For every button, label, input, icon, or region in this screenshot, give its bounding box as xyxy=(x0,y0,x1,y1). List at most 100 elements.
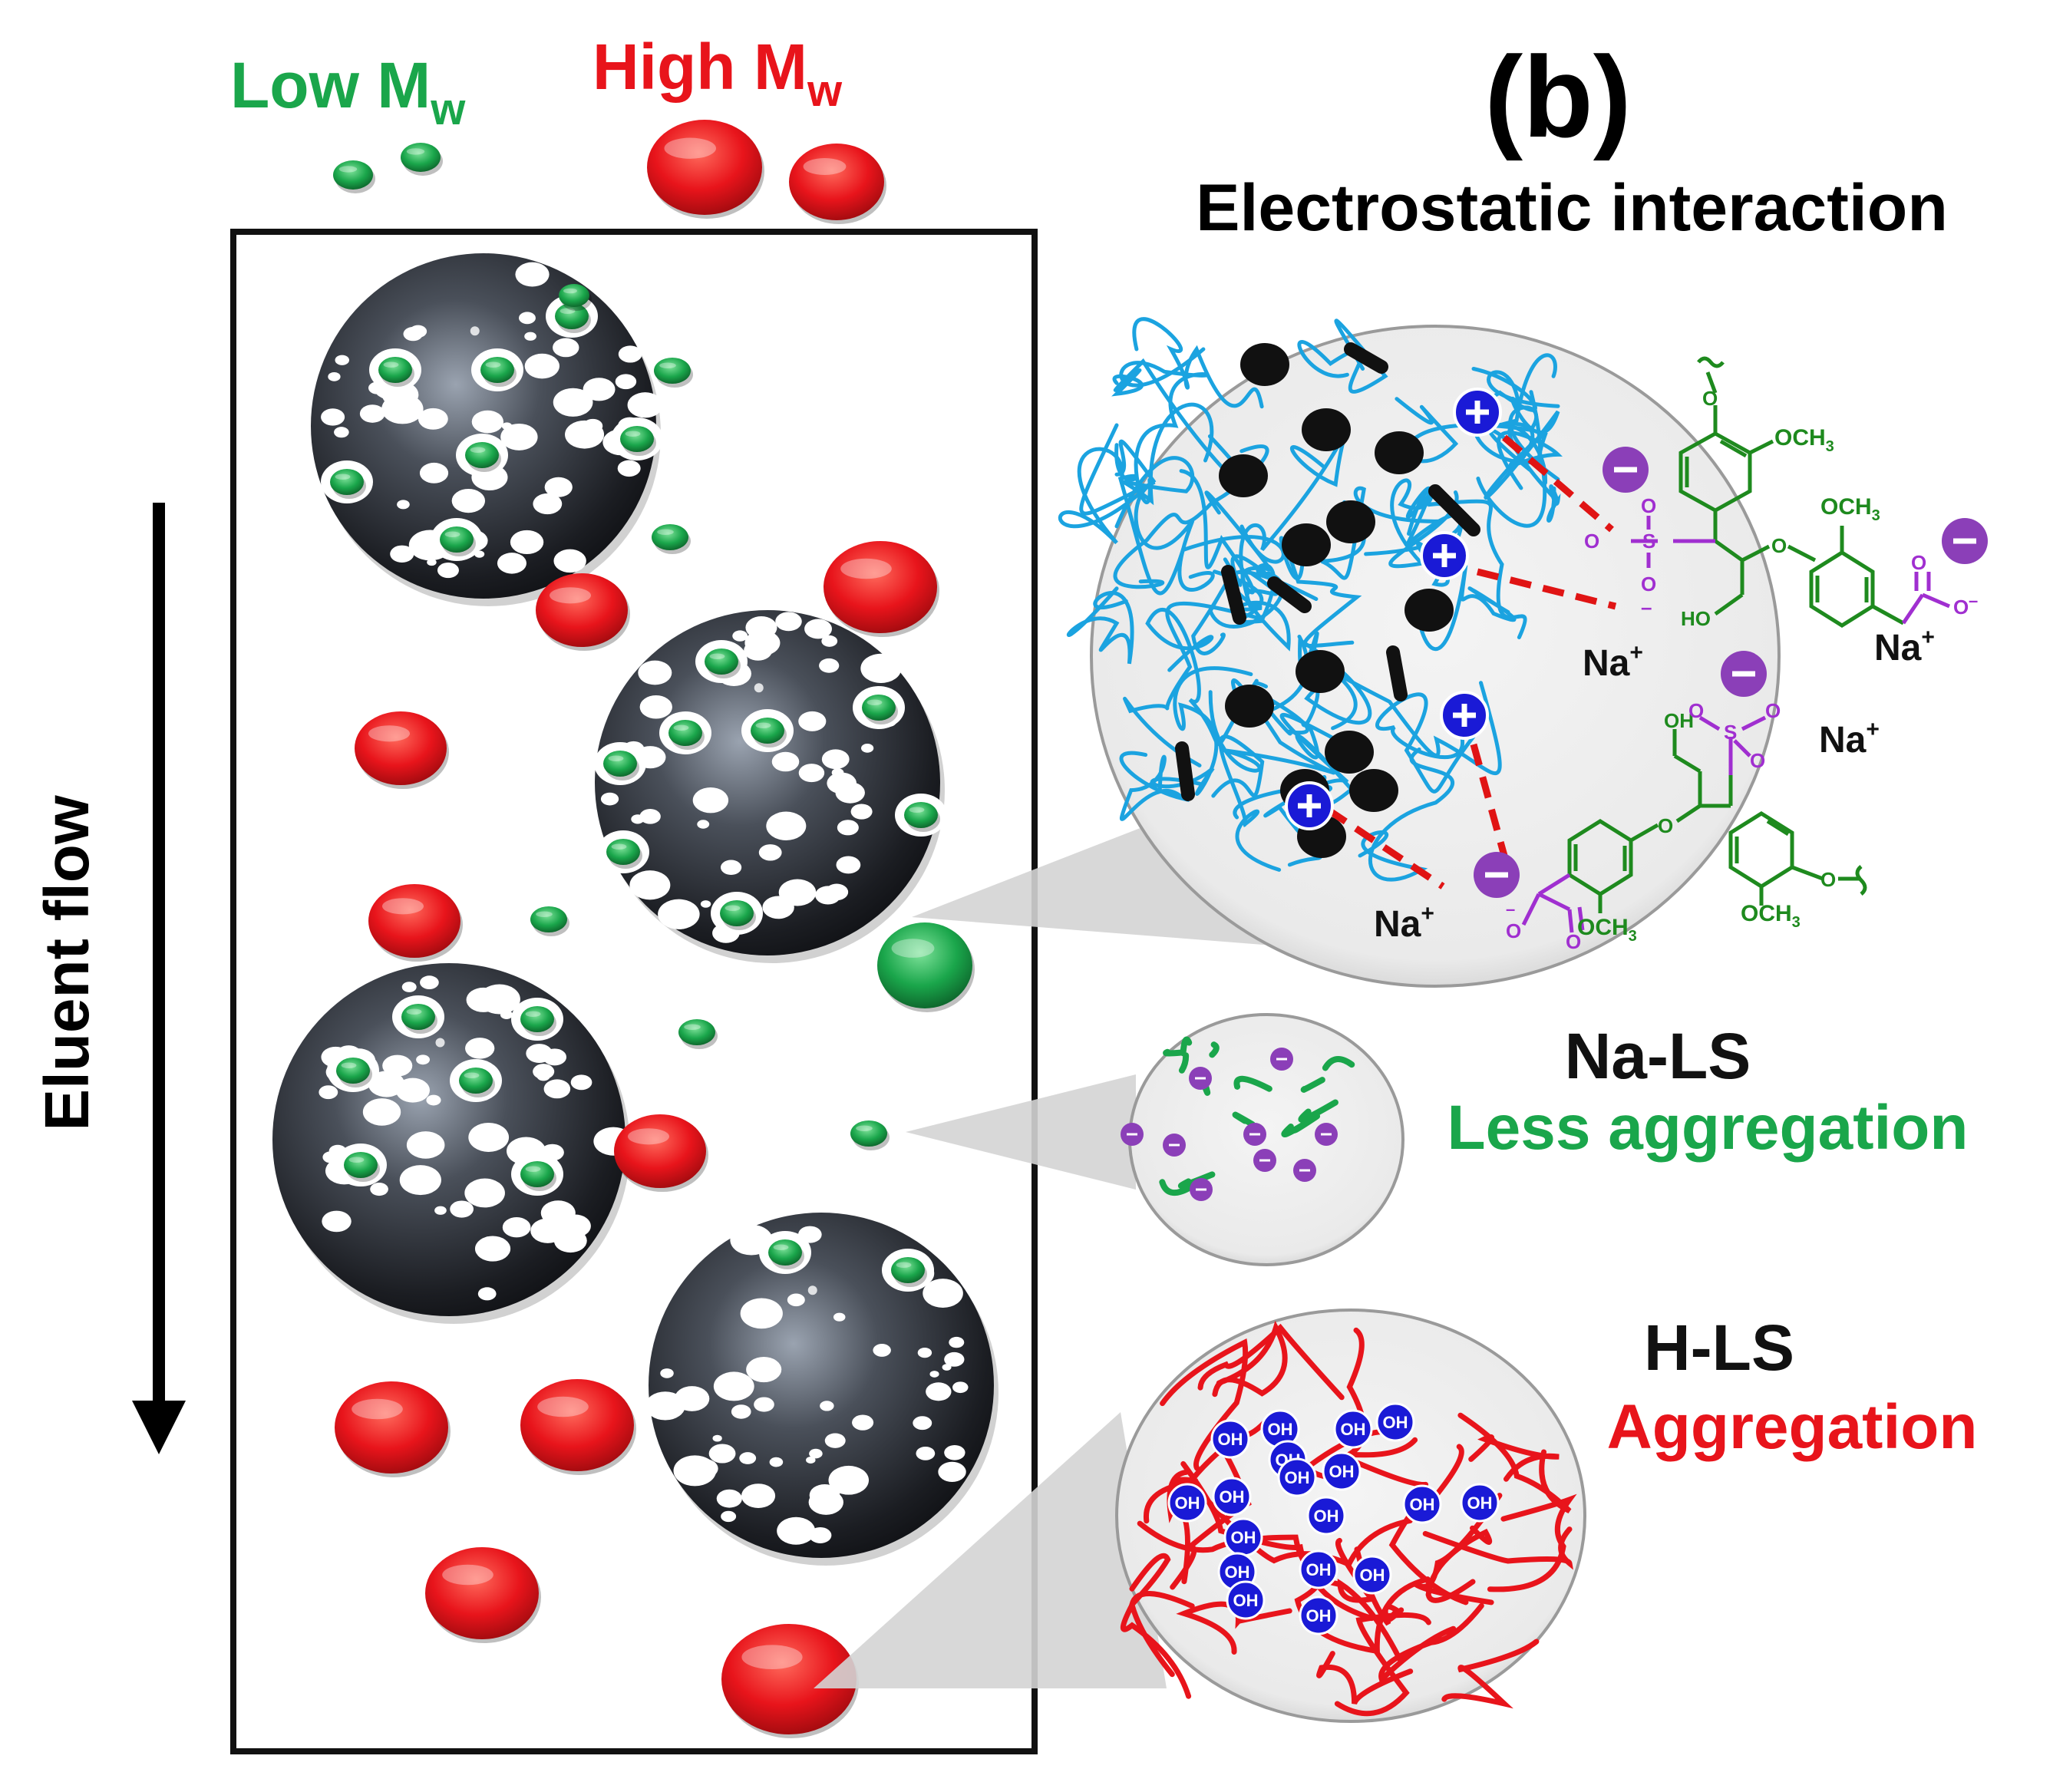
polymer-chain xyxy=(1058,439,1157,545)
polymer-chain xyxy=(1209,1041,1220,1058)
crosslink-node xyxy=(1225,685,1274,728)
polymer-chain xyxy=(1291,1114,1319,1134)
pore xyxy=(510,530,544,555)
low-mw-particle xyxy=(654,358,693,388)
porous-bead xyxy=(594,610,947,963)
crosslink-node xyxy=(1240,343,1289,386)
hydroxyl-group: OH xyxy=(1333,1409,1373,1449)
polymer-chain xyxy=(1297,318,1388,394)
pore xyxy=(691,1458,718,1478)
low-mw-particle xyxy=(555,303,591,333)
low-mw-particle xyxy=(530,906,569,936)
pore xyxy=(583,378,616,401)
anion xyxy=(1243,1123,1266,1146)
svg-text:Low Mw: Low Mw xyxy=(230,49,466,134)
pore xyxy=(798,764,825,783)
polymer-chain xyxy=(1233,1075,1272,1092)
svg-text:High Mw: High Mw xyxy=(592,31,843,116)
polymer-chain xyxy=(1335,1537,1403,1662)
pore xyxy=(322,1210,352,1233)
polymer-chain xyxy=(1375,692,1478,794)
panel-title: Electrostatic interaction xyxy=(1196,171,1948,245)
ionic-bonds xyxy=(1325,434,1617,889)
hydroxyl-group: OH xyxy=(1306,1496,1346,1536)
hydroxyl-group: OH xyxy=(1212,1477,1252,1516)
svg-text:O: O xyxy=(1911,551,1926,574)
pore xyxy=(617,460,641,477)
pore xyxy=(502,1216,531,1238)
anion xyxy=(1474,852,1520,898)
pore xyxy=(746,1357,782,1383)
svg-text:OCH3: OCH3 xyxy=(1820,494,1880,524)
pore xyxy=(754,1397,774,1412)
crosslink-node xyxy=(1404,589,1454,632)
hydroxyl-group: OH xyxy=(1352,1555,1392,1595)
hydroxyl-group: OH xyxy=(1375,1402,1415,1442)
pore xyxy=(740,1298,783,1329)
pore xyxy=(559,393,575,404)
pore xyxy=(771,751,800,772)
pore xyxy=(873,1344,891,1357)
low-mw-particle xyxy=(668,720,705,750)
chitosan-fibers xyxy=(1058,317,1563,882)
svg-text:–: – xyxy=(1506,899,1515,919)
pore xyxy=(399,1165,441,1196)
polymer-chain xyxy=(1119,751,1190,821)
anion xyxy=(1315,1123,1338,1146)
pore xyxy=(721,1510,737,1523)
sodium-ion: Na+ xyxy=(1819,717,1880,761)
hydroxyl-label: OH xyxy=(1220,1487,1245,1507)
pore xyxy=(536,1071,551,1081)
pore xyxy=(712,1434,722,1442)
anion xyxy=(1190,1178,1213,1201)
low-mw-particle xyxy=(678,1019,718,1049)
crosslink-segment xyxy=(1221,565,1246,625)
pore xyxy=(553,338,579,358)
pore xyxy=(926,1382,952,1401)
pore xyxy=(524,353,560,379)
hydroxyl-group: OH xyxy=(1299,1596,1338,1635)
polymer-chain xyxy=(1457,1412,1572,1513)
pore xyxy=(544,477,573,497)
pore xyxy=(820,1401,834,1411)
pore xyxy=(468,1122,510,1152)
crosslink-segment xyxy=(1267,576,1312,613)
zoom-cone-na-ls xyxy=(906,1074,1136,1190)
hydroxyl-label: OH xyxy=(1233,1591,1259,1610)
pore xyxy=(416,1054,430,1065)
polymer-chain xyxy=(1441,1639,1540,1709)
pore xyxy=(692,787,729,813)
porous-bead xyxy=(645,1213,998,1566)
pore xyxy=(359,404,385,423)
pore xyxy=(627,392,663,418)
pore xyxy=(809,1483,840,1507)
low-mw-particle xyxy=(751,718,787,747)
cation xyxy=(1453,388,1502,437)
pore xyxy=(824,1433,846,1448)
low-mw-particle xyxy=(459,1068,495,1097)
crosslink-node xyxy=(1302,408,1351,451)
low-mw-particle xyxy=(378,357,414,387)
low-mw-particle xyxy=(705,648,741,678)
pore xyxy=(762,896,794,919)
cationic-sites xyxy=(1285,388,1502,830)
svg-text:O: O xyxy=(1771,534,1787,557)
pore xyxy=(913,1416,932,1431)
polymer-chain xyxy=(1298,1099,1338,1123)
pore xyxy=(426,1094,441,1106)
low-mw-particle xyxy=(862,695,898,724)
pore xyxy=(700,900,711,908)
crosslink-node xyxy=(1296,650,1345,693)
hydroxyl-group: OH xyxy=(1167,1483,1207,1523)
polymer-chain xyxy=(1159,1179,1193,1196)
polymer-chain xyxy=(1414,565,1517,652)
high-mw-particle xyxy=(335,1381,451,1477)
high-mw-label: High Mw xyxy=(592,31,843,116)
pore xyxy=(660,1368,674,1378)
svg-text:OH: OH xyxy=(1664,709,1694,732)
polymer-chain xyxy=(1211,734,1282,872)
hydroxyl-label: OH xyxy=(1329,1462,1355,1481)
pore xyxy=(860,653,902,683)
h-ls-caption: Aggregation xyxy=(1607,1392,1978,1462)
svg-text:–: – xyxy=(1969,591,1978,610)
